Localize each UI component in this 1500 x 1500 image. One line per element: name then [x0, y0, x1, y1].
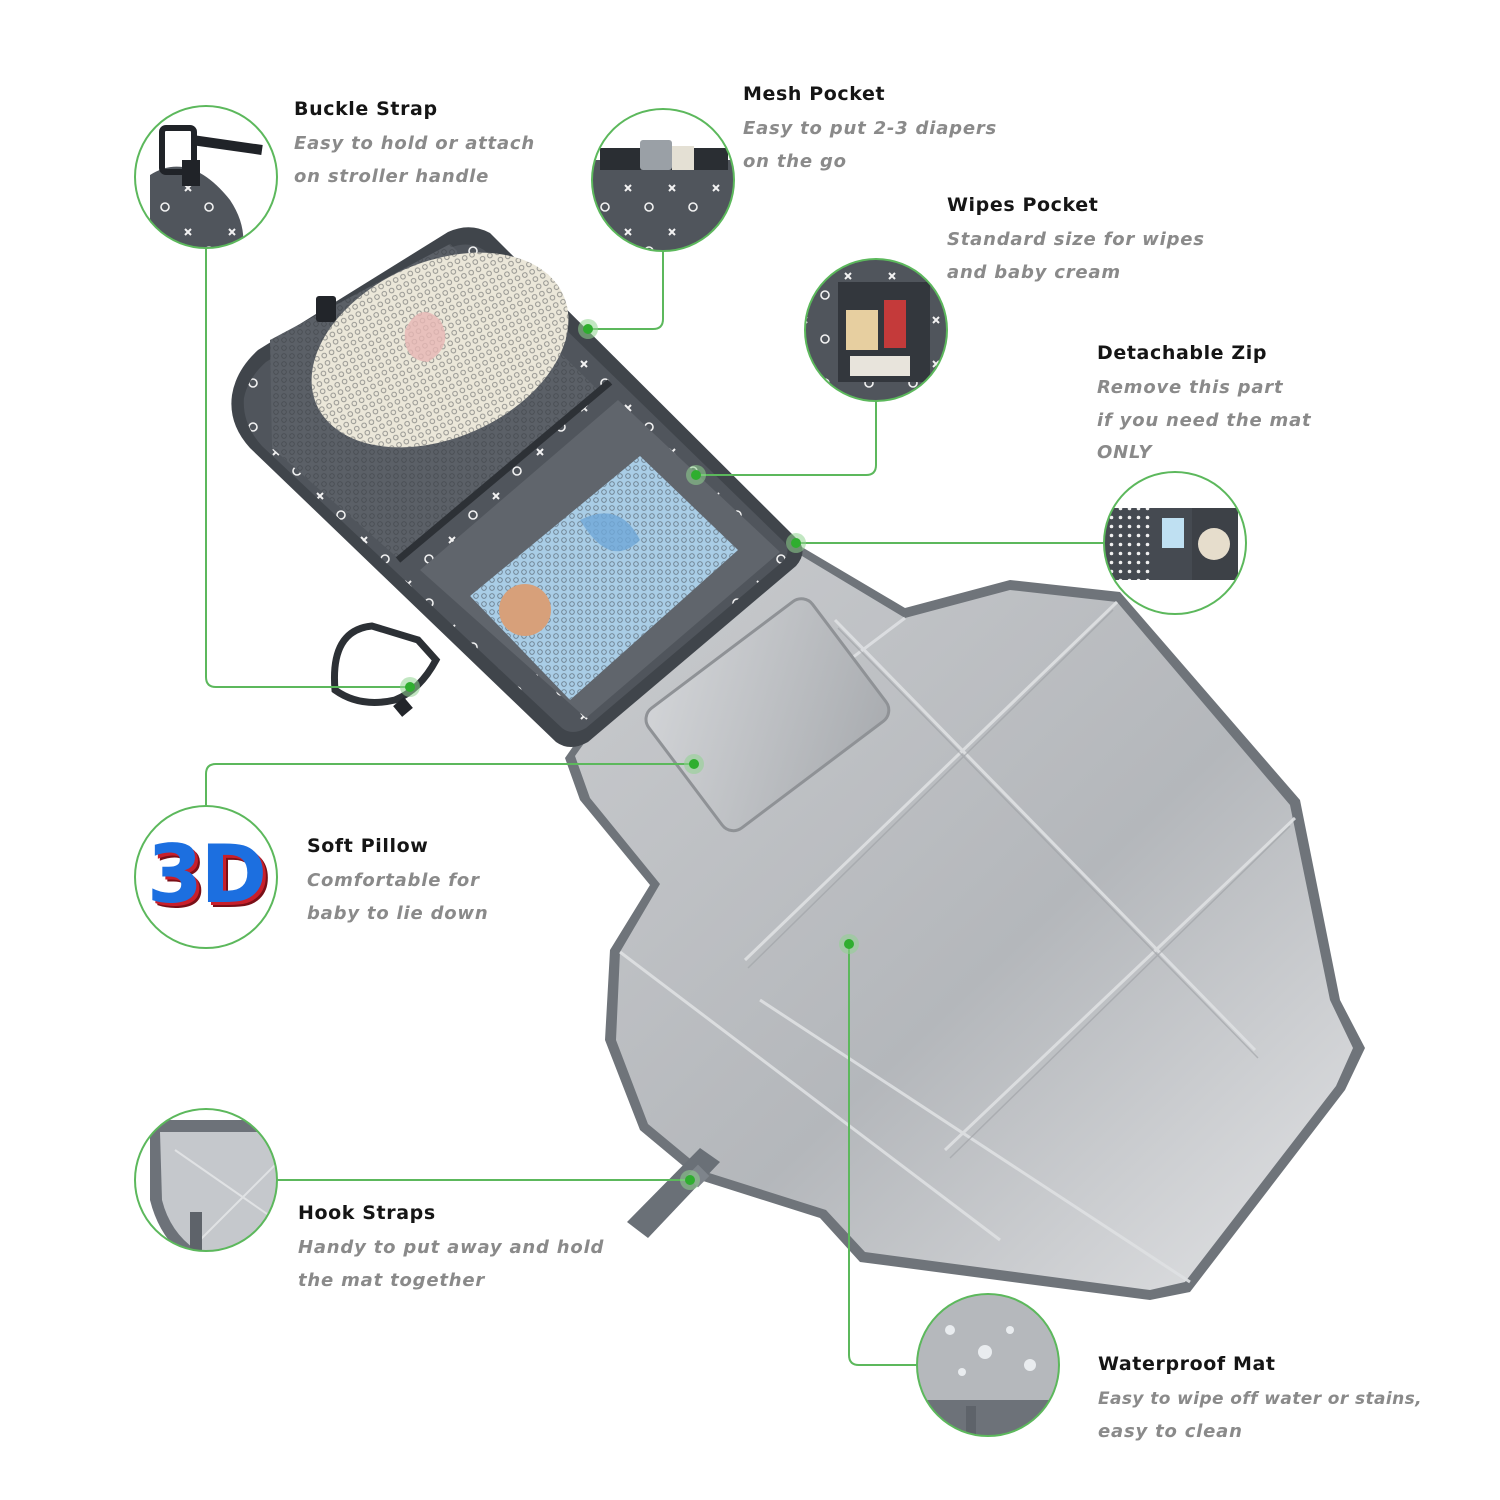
3d-badge-text: 3D: [146, 828, 267, 921]
mesh-pocket-desc-line-1: Easy to put 2-3 diapers: [743, 118, 998, 139]
connector-lines: [205, 248, 1104, 1366]
buckle-strap-leader: [205, 248, 410, 688]
hook-straps-desc-line-2: the mat together: [298, 1269, 486, 1291]
detachable-zip-desc-line-2: if you need the mat: [1097, 409, 1312, 431]
wipes-pocket-detail-circle: [804, 258, 948, 402]
hook-straps-label: Hook Straps Handy to put away and hold t…: [298, 1202, 604, 1297]
bottom-strap: [330, 622, 441, 706]
hook-strap-tab: [627, 1148, 720, 1238]
waterproof-mat-leader: [848, 944, 917, 1366]
soft-pillow-title: Soft Pillow: [307, 835, 429, 857]
mesh-pocket-label: Mesh Pocket Easy to put 2-3 diapers on t…: [743, 83, 997, 178]
detachable-zip-detail-circle: [1103, 471, 1247, 615]
soft-pillow-leader: [205, 763, 694, 806]
callout-dots: [400, 319, 859, 1190]
hook-straps-title: Hook Straps: [298, 1202, 436, 1224]
soft-pillow-label: Soft Pillow Comfortable for baby to lie …: [307, 835, 488, 930]
soft-pillow-desc-line-1: Comfortable for: [307, 870, 480, 891]
waterproof-mat-desc-line-2: easy to clean: [1098, 1420, 1243, 1442]
detachable-zip-label: Detachable Zip Remove this part if you n…: [1097, 342, 1311, 470]
wipes-pocket-desc-line-2: and baby cream: [947, 261, 1121, 283]
wipes-pocket-leader: [696, 401, 877, 476]
hook-straps-desc-line-1: Handy to put away and hold: [298, 1237, 605, 1258]
wipes-pocket-label: Wipes Pocket Standard size for wipes and…: [947, 194, 1205, 289]
buckle-strap-desc-line-2: on stroller handle: [294, 165, 490, 187]
waterproof-mat-desc-line-1: Easy to wipe off water or stains,: [1098, 1389, 1423, 1409]
wipes-pocket-desc-line-1: Standard size for wipes: [947, 229, 1205, 250]
buckle-strap-label: Buckle Strap Easy to hold or attach on s…: [294, 98, 535, 193]
soft-pillow-pad: [644, 597, 891, 833]
organizer-bag: [231, 227, 803, 747]
buckle-strap-desc-line-1: Easy to hold or attach: [294, 133, 535, 154]
mesh-pocket-title: Mesh Pocket: [743, 83, 886, 105]
mesh-pocket-leader: [588, 251, 664, 330]
soft-pillow-desc-line-2: baby to lie down: [307, 902, 489, 924]
mesh-pocket-desc-line-2: on the go: [743, 150, 847, 172]
detachable-zip-desc-line-3: ONLY: [1097, 442, 1153, 463]
waterproof-mat-label: Waterproof Mat Easy to wipe off water or…: [1098, 1353, 1422, 1448]
changing-mat: [565, 540, 1365, 1300]
detachable-zip-desc-line-1: Remove this part: [1097, 377, 1284, 398]
waterproof-mat-title: Waterproof Mat: [1098, 1353, 1276, 1375]
hook-straps-detail-circle: [134, 1108, 278, 1252]
mesh-pocket-detail-circle: [591, 108, 735, 252]
zipper-line: [395, 379, 613, 563]
buckle-strap-title: Buckle Strap: [294, 98, 438, 120]
detachable-zip-title: Detachable Zip: [1097, 342, 1268, 364]
wipes-pocket-title: Wipes Pocket: [947, 194, 1099, 216]
buckle-strap-detail-circle: [134, 105, 278, 249]
soft-pillow-detail-circle: [134, 805, 278, 949]
waterproof-mat-detail-circle: [916, 1293, 1060, 1437]
